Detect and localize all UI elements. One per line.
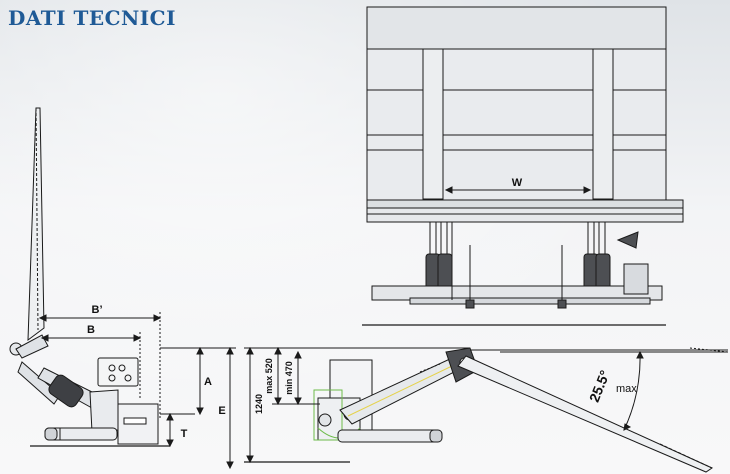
page-title: DATI TECNICI [8,6,176,30]
dim-label-max-520: max 520 [264,358,274,394]
dimension-b [40,332,142,400]
angle-label: 25.5° [586,368,613,404]
dimension-e [212,346,236,470]
dimension-min-470 [294,350,302,406]
dim-label-w: W [512,177,523,189]
dim-label-1240: 1240 [254,394,264,414]
dimension-a [160,346,212,416]
dimension-w [444,186,592,194]
dim-label-min-470: min 470 [284,361,294,395]
dim-label-b-prime: B’ [92,304,103,316]
dim-label-b: B [87,324,95,336]
dim-label-a: A [204,376,212,388]
angle-arc [623,350,644,431]
dim-label-t: T [181,428,188,440]
angle-max-label: max [616,383,637,395]
dimension-1240 [244,346,470,464]
side-view-drawing [9,107,170,447]
dim-label-e: E [218,405,225,417]
dimension-t [160,412,195,448]
dimension-max-520 [272,346,320,406]
dimension-b-prime [38,312,162,420]
open-platform-drawing [244,347,729,473]
rear-view-drawing [362,6,684,326]
